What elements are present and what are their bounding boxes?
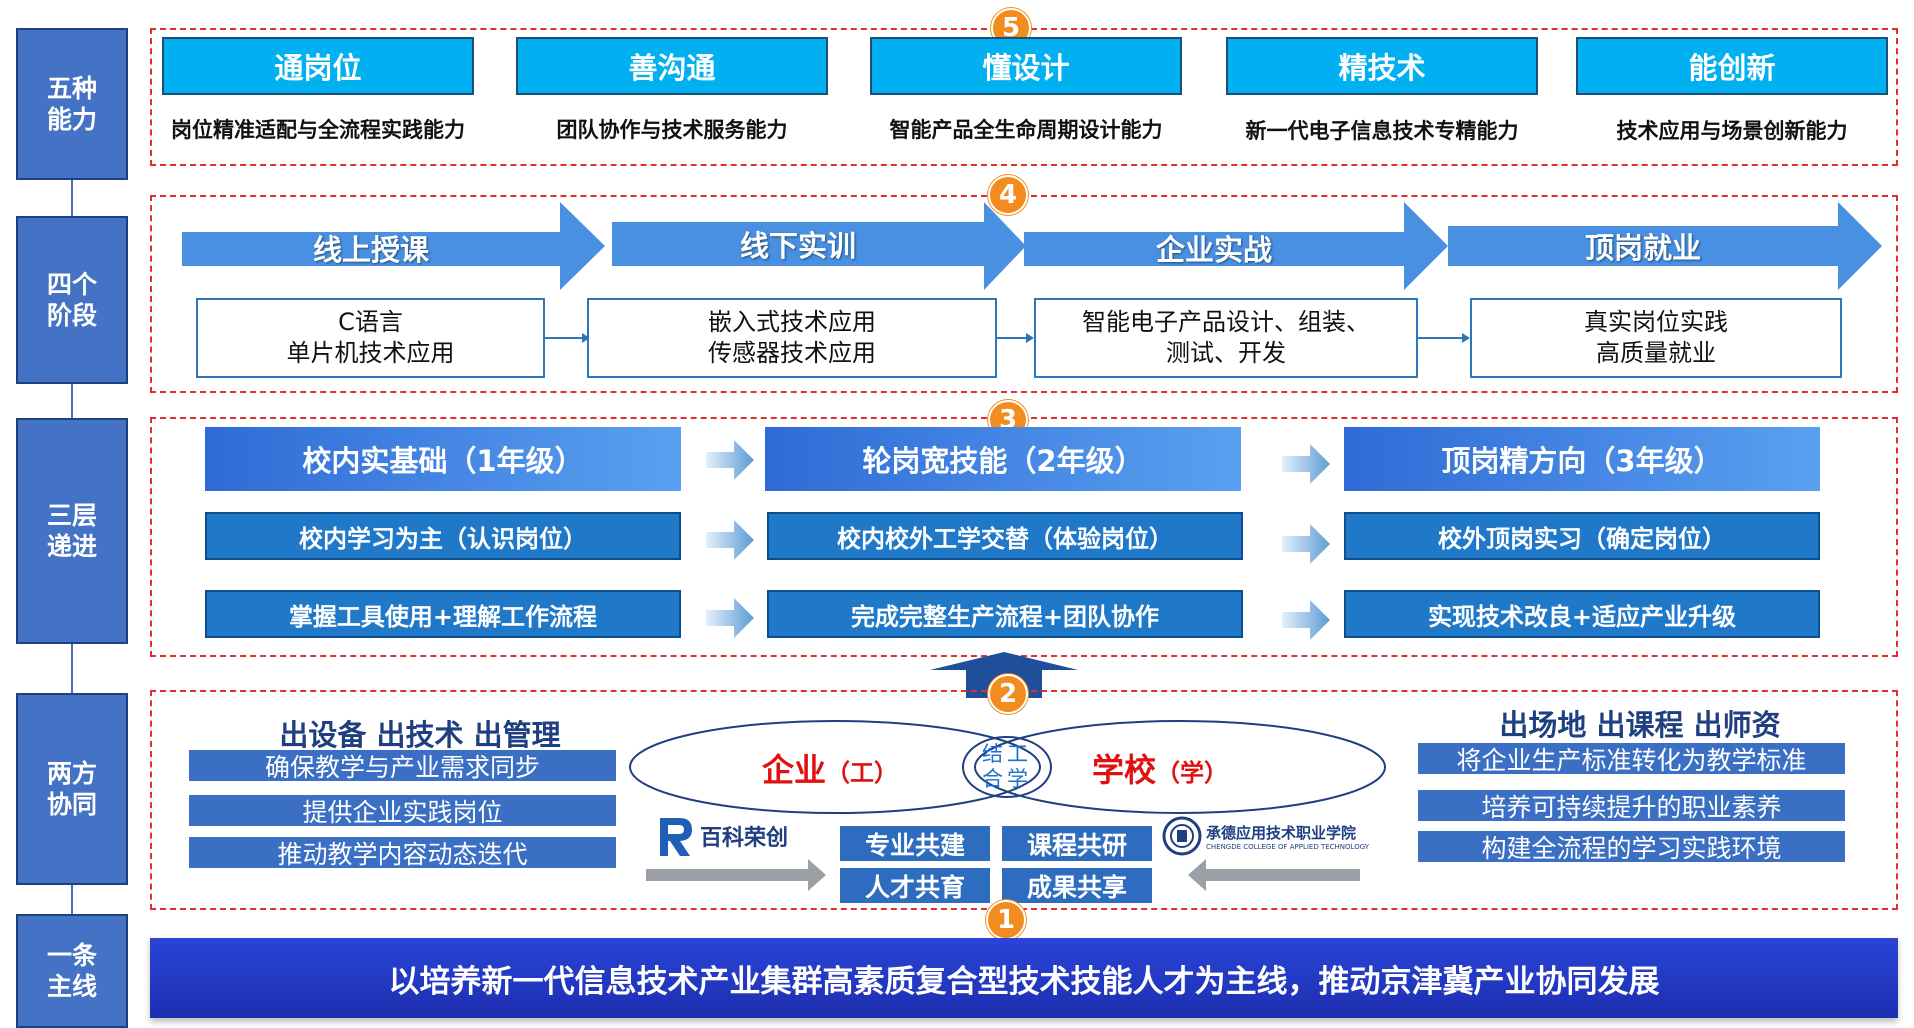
- enterprise-title: 出设备 出技术 出管理: [279, 718, 561, 752]
- tier-arrow-1a: [706, 440, 754, 480]
- logo-chengde: 承德应用技术职业学院 CHENGDE COLLEGE OF APPLIED TE…: [1162, 812, 1408, 860]
- share-4: 成果共享: [1002, 868, 1152, 903]
- school-item-1: 将企业生产标准转化为教学标准: [1418, 743, 1845, 775]
- baike-logo-icon: [660, 818, 692, 856]
- enterprise-ellipse: [629, 720, 1041, 814]
- school-label-sub: （学）: [1156, 759, 1228, 787]
- stage-content-4: 真实岗位实践 高质量就业: [1470, 298, 1842, 378]
- school-label: 学校（学）: [1080, 745, 1240, 789]
- enterprise-item-1: 确保教学与产业需求同步: [189, 750, 616, 782]
- gray-arrow-left: [1188, 859, 1360, 891]
- gray-arrow-right: [646, 859, 826, 891]
- stage-label-3: 企业实战: [1155, 233, 1272, 267]
- chengde-logo-cn: 承德应用技术职业学院: [1206, 823, 1357, 842]
- stage-content-3: 智能电子产品设计、组装、 测试、开发: [1034, 298, 1418, 378]
- tier-head-3: 顶岗精方向（3年级）: [1344, 427, 1820, 491]
- badge-4: 4: [988, 175, 1028, 215]
- side-label-four-stages: 四个 阶段: [16, 216, 128, 384]
- ability-desc-3: 智能产品全生命周期设计能力: [889, 118, 1163, 142]
- side-label-five-abilities: 五种 能力: [16, 28, 128, 180]
- enterprise-item-2: 提供企业实践岗位: [189, 795, 616, 827]
- chengde-logo-en: CHENGDE COLLEGE OF APPLIED TECHNOLOGY: [1206, 842, 1370, 851]
- stage-arrow-2: [612, 202, 1026, 290]
- tier-arrow-3a: [706, 598, 754, 638]
- tier-head-2: 轮岗宽技能（2年级）: [765, 427, 1241, 491]
- stage-arrows: [182, 202, 1882, 343]
- baike-logo-text: 百科荣创: [700, 826, 789, 851]
- tier-arrows: [706, 440, 1330, 640]
- school-label-main: 学校: [1091, 751, 1156, 789]
- share-3: 人才共育: [840, 868, 990, 903]
- chengde-logo-icon: [1162, 816, 1202, 856]
- side-label-two-parties: 两方 协同: [16, 693, 128, 885]
- ability-title-3: 懂设计: [870, 37, 1182, 95]
- stage-content-1: C语言 单片机技术应用: [196, 298, 545, 378]
- school-item-3: 构建全流程的学习实践环境: [1418, 831, 1845, 863]
- share-1: 专业共建: [840, 826, 990, 861]
- ability-title-4: 精技术: [1226, 37, 1538, 95]
- stage-arrow-1: [182, 202, 605, 290]
- side-label-three-tiers: 三层 递进: [16, 418, 128, 644]
- stage-connector-3-head: [1462, 333, 1470, 343]
- share-2: 课程共研: [1002, 826, 1152, 861]
- ability-title-5: 能创新: [1576, 37, 1888, 95]
- center-label: 结工 合学: [982, 742, 1032, 791]
- tier-arrow-2a: [706, 520, 754, 560]
- enterprise-label-sub: （工）: [826, 759, 898, 787]
- ability-desc-2: 团队协作与技术服务能力: [556, 118, 788, 142]
- tier-row2-1: 掌握工具使用+理解工作流程: [205, 590, 681, 638]
- tier-head-1: 校内实基础（1年级）: [205, 427, 681, 491]
- school-title: 出场地 出课程 出师资: [1499, 708, 1781, 742]
- stage-connector-2-head: [1026, 333, 1034, 343]
- tier-row1-3: 校外顶岗实习（确定岗位）: [1344, 512, 1820, 560]
- collab-ellipses: [629, 720, 1386, 814]
- stage-connector-1-head: [582, 333, 590, 343]
- ability-title-2: 善沟通: [516, 37, 828, 95]
- tier-row1-1: 校内学习为主（认识岗位）: [205, 512, 681, 560]
- center-ellipse: [962, 736, 1052, 798]
- enterprise-label: 企业（工）: [750, 745, 910, 789]
- stage-content-2: 嵌入式技术应用 传感器技术应用: [587, 298, 997, 378]
- school-ellipse: [974, 720, 1386, 814]
- stage-arrow-4: [1448, 202, 1882, 290]
- badge-1: 1: [986, 900, 1026, 940]
- stage-arrow-3: [1024, 202, 1448, 290]
- enterprise-item-3: 推动教学内容动态迭代: [189, 837, 616, 869]
- tier-row2-2: 完成完整生产流程+团队协作: [767, 590, 1243, 638]
- ability-title-1: 通岗位: [162, 37, 474, 95]
- tier-row2-3: 实现技术改良+适应产业升级: [1344, 590, 1820, 638]
- tier-arrow-3b: [1282, 600, 1330, 640]
- ability-desc-4: 新一代电子信息技术专精能力: [1245, 119, 1519, 143]
- side-label-one-mainline: 一条 主线: [16, 914, 128, 1028]
- tier-row1-2: 校内校外工学交替（体验岗位）: [767, 512, 1243, 560]
- stage-label-1: 线上授课: [312, 233, 429, 267]
- school-item-2: 培养可持续提升的职业素养: [1418, 790, 1845, 822]
- badge-2: 2: [988, 674, 1028, 714]
- tier-arrow-2b: [1282, 524, 1330, 564]
- mainline-banner: 以培养新一代信息技术产业集群高素质复合型技术技能人才为主线，推动京津冀产业协同发…: [150, 938, 1898, 1018]
- enterprise-label-main: 企业: [761, 751, 826, 789]
- stage-label-2: 线下实训: [739, 229, 856, 263]
- tier-arrow-1b: [1282, 444, 1330, 484]
- stage-label-4: 顶岗就业: [1584, 231, 1701, 265]
- ability-desc-1: 岗位精准适配与全流程实践能力: [171, 118, 465, 142]
- ability-desc-5: 技术应用与场景创新能力: [1616, 119, 1848, 143]
- logo-baike: 百科荣创: [656, 812, 806, 860]
- gray-arrows: [646, 859, 1360, 891]
